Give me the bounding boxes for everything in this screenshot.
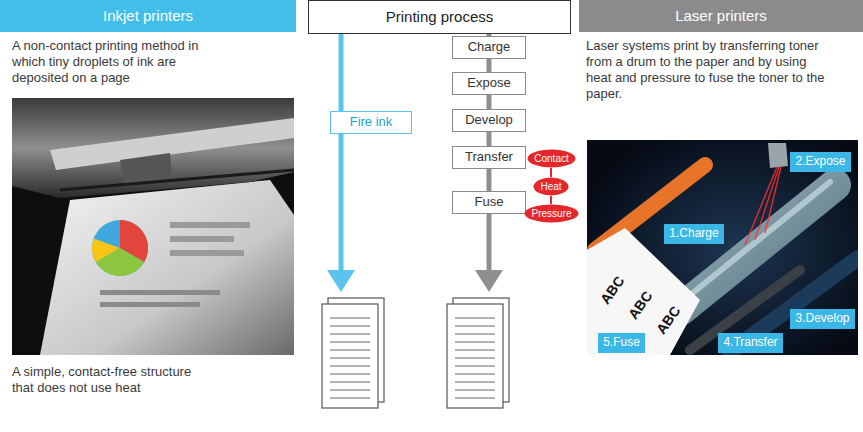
ellipse-shape (528, 150, 576, 168)
printed-bar (170, 236, 234, 242)
process-box: Transfer (452, 146, 526, 169)
ellipse-shape (534, 178, 569, 196)
process-box: Develop (452, 109, 526, 132)
description-text: Laser systems print by transferring tone… (586, 38, 826, 102)
description-text: A non-contact printing method in which t… (12, 38, 212, 86)
page-front (322, 304, 378, 408)
callout-tag: 5.Fuse (598, 333, 645, 353)
process-box: Expose (452, 72, 526, 95)
flow-arrowhead (475, 270, 503, 292)
laser-photo (587, 140, 858, 355)
connector-line (487, 132, 492, 146)
photo-ground (587, 140, 858, 355)
node-text: 2.Expose (795, 155, 845, 168)
printed-bar (170, 250, 244, 256)
ellipse-shape (525, 205, 579, 223)
condition-ellipse: Pressure (524, 204, 579, 223)
page-lines (455, 318, 495, 398)
print-head (120, 153, 172, 184)
description-text: A simple, contact-free structure that do… (12, 364, 204, 396)
connector-line (339, 34, 344, 111)
node-text: Fire ink (350, 115, 393, 129)
carriage-edge (60, 170, 294, 190)
callout-tag: 4.Transfer (718, 333, 783, 353)
connector-line (487, 169, 492, 191)
callout-tag: 1.Charge (664, 224, 724, 244)
node-text: Transfer (465, 150, 513, 164)
paper-sheet (40, 180, 294, 355)
process-box: Fuse (452, 191, 526, 214)
printed-bar (170, 222, 250, 228)
process-box: Fire ink (330, 111, 412, 134)
laser-beam (765, 167, 781, 233)
node-text: Fuse (475, 195, 504, 209)
condition-ellipse: Heat (533, 177, 569, 196)
page-lines (330, 318, 370, 398)
condition-ellipse: Contact (527, 149, 576, 168)
node-text: Expose (467, 76, 510, 90)
transfer-roller (690, 270, 800, 350)
node-text: 1.Charge (669, 227, 718, 240)
connector-line (550, 168, 552, 177)
pie-chart (92, 220, 148, 276)
print-carriage (12, 98, 294, 198)
flow-line (487, 213, 492, 272)
node-text: Heat (540, 181, 561, 192)
node-text: 3.Develop (795, 312, 849, 325)
node-text: Charge (468, 40, 511, 54)
node-text: Printing process (386, 9, 494, 26)
document-icon (322, 298, 384, 408)
node-text: Pressure (531, 208, 571, 219)
printed-bar (100, 302, 200, 307)
photo-ground (12, 98, 294, 355)
document-icon (447, 298, 509, 408)
inkjet-photo (12, 98, 294, 355)
connector-line (550, 196, 552, 204)
laser-unit (768, 143, 788, 168)
header-band: Inkjet printers (0, 0, 296, 32)
process-box: Charge (452, 36, 526, 59)
node-text: Inkjet printers (103, 8, 193, 25)
flow-line (339, 134, 344, 272)
connector-line (487, 59, 492, 72)
node-text: 5.Fuse (603, 336, 640, 349)
pie-wedge (92, 238, 120, 262)
flow-arrowhead (327, 270, 355, 292)
callout-tag: 3.Develop (790, 309, 855, 329)
paper-sheet (587, 228, 700, 355)
drum (680, 185, 835, 310)
laser-beam (755, 167, 779, 240)
page-front (447, 304, 503, 408)
carriage-rail (50, 118, 294, 170)
node-text: Develop (465, 113, 513, 127)
connector-line (487, 95, 492, 109)
node-text: 4.Transfer (723, 336, 777, 349)
callout-tag: 2.Expose (790, 152, 851, 172)
title-box: Printing process (308, 0, 571, 34)
node-text: Contact (534, 153, 568, 164)
node-text: Laser printers (675, 8, 767, 25)
header-band: Laser printers (579, 0, 863, 32)
printed-bar (100, 290, 220, 295)
